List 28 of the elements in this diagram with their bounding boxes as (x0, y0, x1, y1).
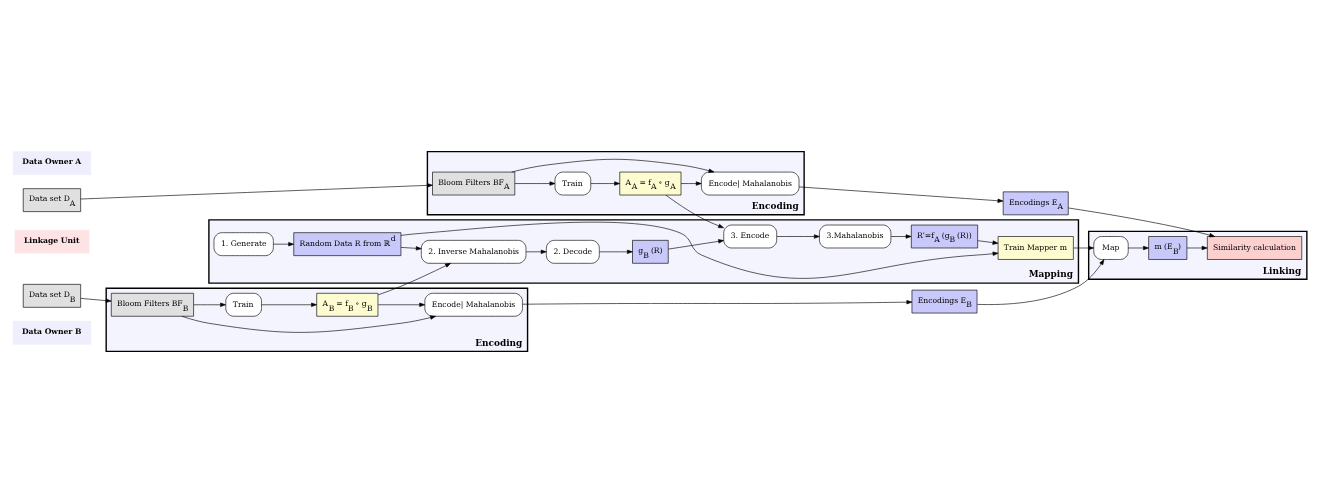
arrow (193, 302, 226, 307)
arrow (890, 233, 912, 239)
arrow (665, 194, 724, 228)
arrow (1067, 207, 1216, 237)
arrow (680, 180, 702, 186)
arrow (80, 297, 112, 303)
arrow (181, 315, 436, 333)
arrow (590, 180, 620, 186)
arrow (261, 302, 317, 307)
arrow (976, 258, 1105, 305)
arrow (80, 182, 433, 199)
arrow (511, 158, 715, 173)
arrow (668, 238, 724, 249)
arrow (798, 186, 1004, 203)
arrow (514, 180, 556, 186)
arrow (273, 241, 295, 246)
arrow (522, 299, 913, 305)
arrow (599, 249, 633, 254)
arrow (377, 302, 426, 307)
arrow (377, 262, 451, 295)
arrow (776, 233, 820, 239)
arrow (400, 245, 422, 250)
arrow (1127, 245, 1149, 250)
arrow (1073, 245, 1094, 250)
arrow (1186, 245, 1208, 250)
arrow (977, 239, 999, 245)
arrow (525, 249, 547, 254)
arrow (400, 221, 999, 279)
